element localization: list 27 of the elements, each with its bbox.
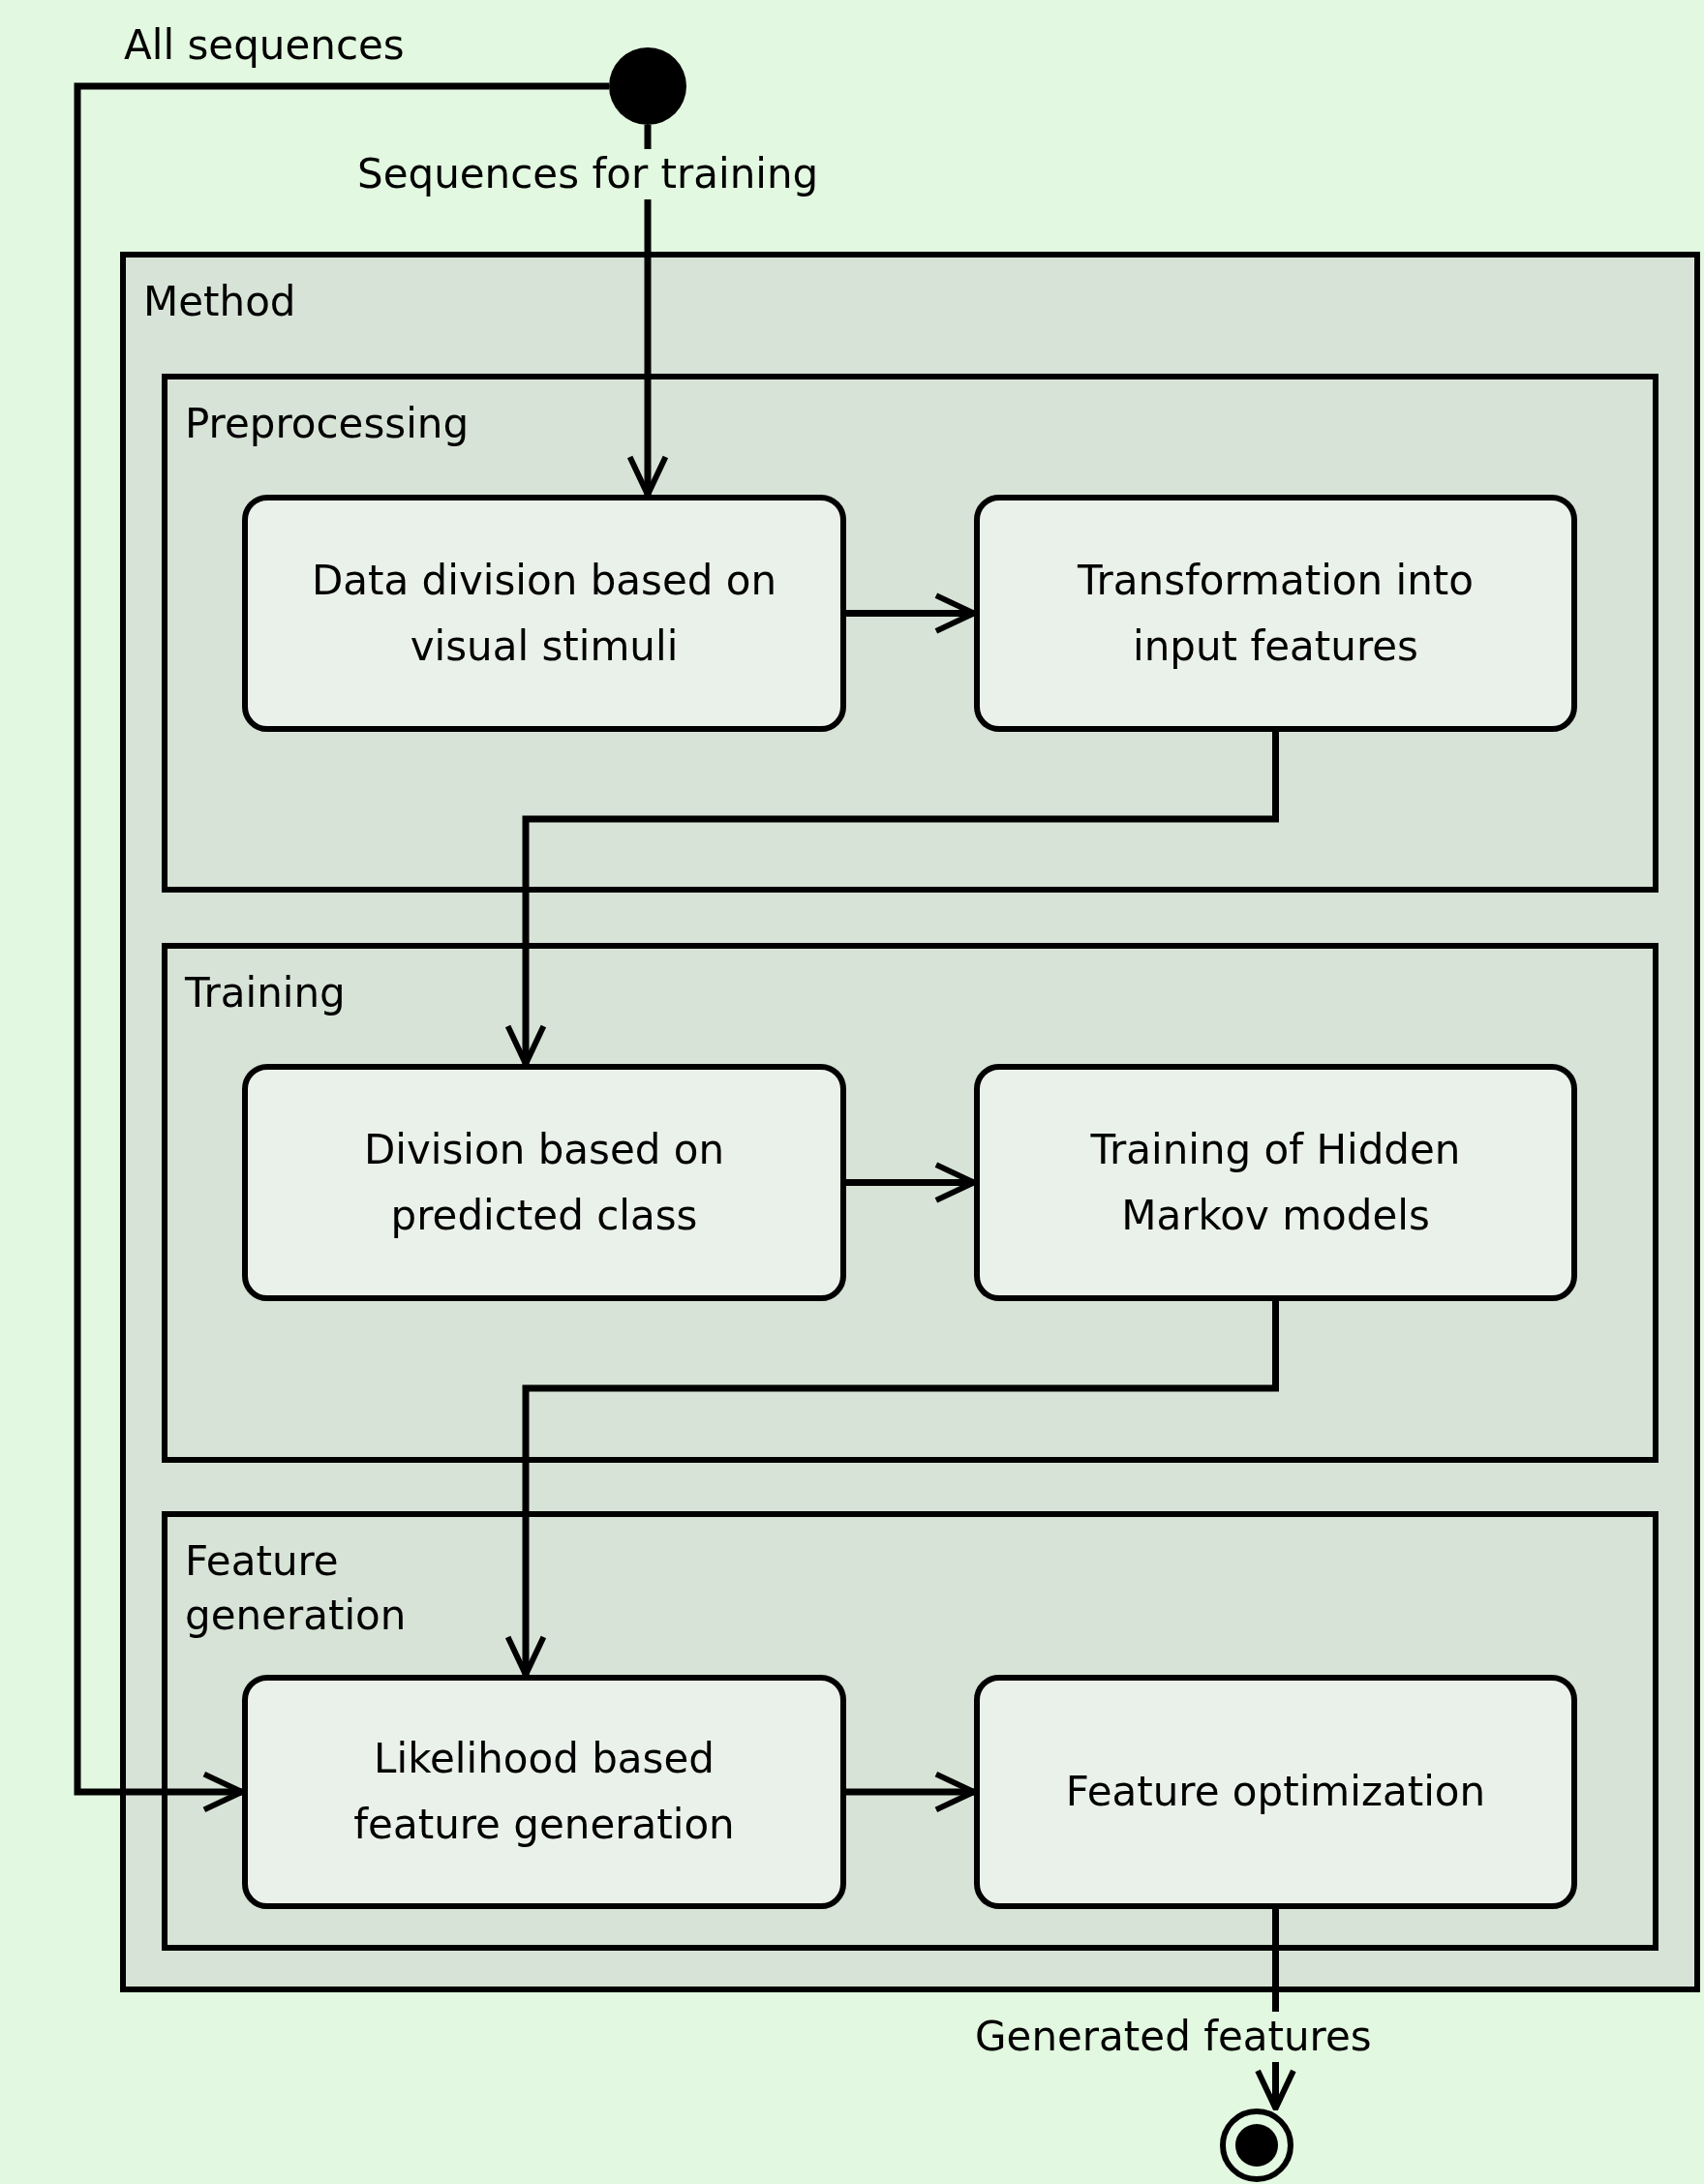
partition-frame [162, 943, 1658, 1463]
action-text: Transformation into input features [1077, 555, 1475, 672]
action-text: Feature optimization [1064, 1767, 1487, 1817]
partition-frame [162, 374, 1658, 893]
partition-title: Preprocessing [185, 399, 471, 449]
action-text: Data division based on visual stimuli [310, 555, 778, 672]
partition-title: Feature generation [185, 1536, 408, 1641]
action-box [974, 1064, 1577, 1301]
arrow [626, 125, 669, 498]
action-box [242, 1064, 846, 1301]
arrow [74, 82, 609, 1813]
action-box [974, 1675, 1577, 1909]
partition-frame [120, 252, 1700, 1992]
partition-title: Training [185, 968, 347, 1018]
arrow [846, 1771, 977, 1813]
arrow [846, 592, 977, 634]
arrow [504, 732, 1279, 1067]
partition-title: Method [143, 277, 297, 327]
action-box [974, 495, 1577, 732]
action-box [242, 495, 846, 732]
action-text: Division based on predicted class [362, 1124, 726, 1241]
action-box [242, 1675, 846, 1909]
partition-frame [162, 1511, 1658, 1951]
arrow [846, 1162, 977, 1203]
action-text: Likelihood based feature generation [352, 1734, 736, 1850]
action-text: Training of Hidden Markov models [1089, 1124, 1462, 1241]
arrow [504, 1301, 1279, 1678]
